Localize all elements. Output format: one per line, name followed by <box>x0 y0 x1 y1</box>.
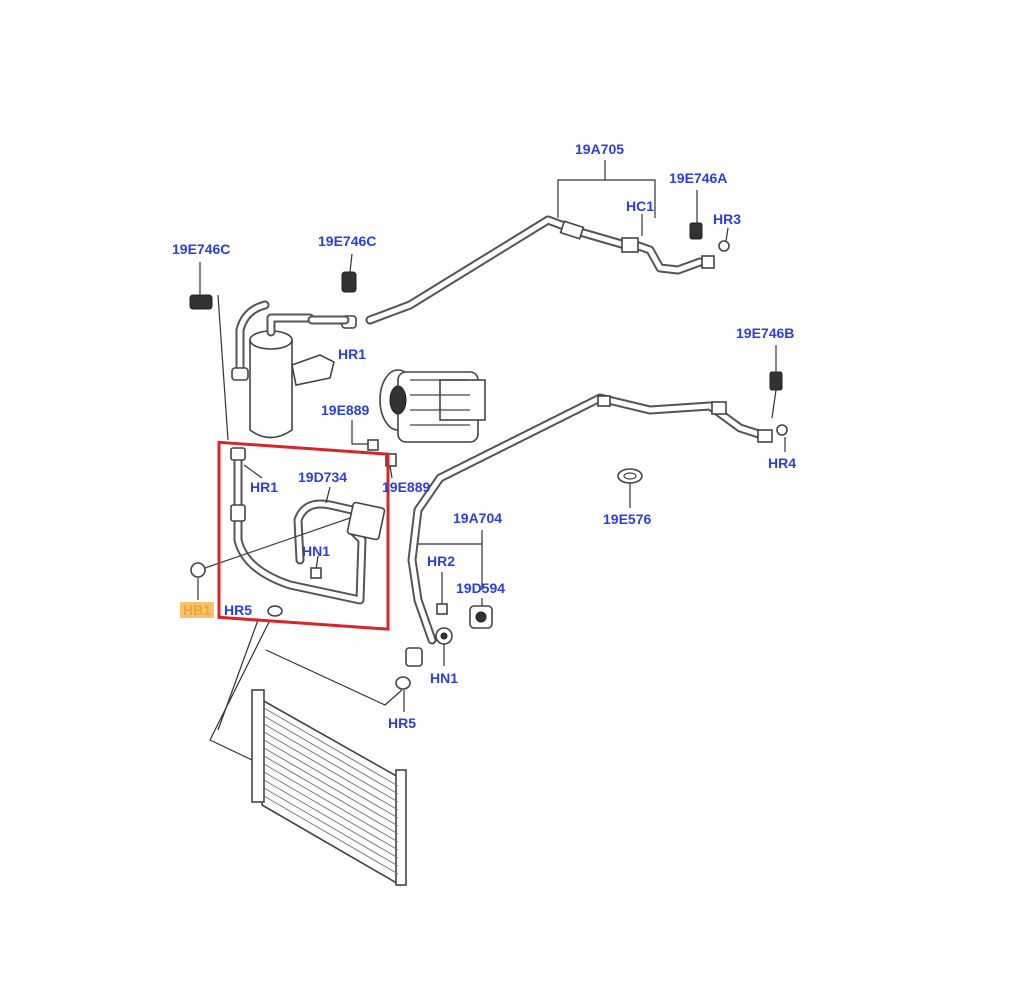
leader-condenser <box>209 605 411 761</box>
leader-19a704 <box>418 530 483 615</box>
clamp-19e746b <box>769 345 783 419</box>
compressor <box>379 369 486 443</box>
clamp-19e746c-mid <box>341 253 357 293</box>
label-19e746a: 19E746A <box>669 170 728 186</box>
leader-19e889 <box>351 420 397 479</box>
clip-hr4 <box>776 424 788 452</box>
highlight-box <box>217 440 390 631</box>
label-hr1-low: HR1 <box>250 479 279 495</box>
leader-19a705 <box>557 160 656 236</box>
condenser <box>251 689 407 887</box>
hose-19d734 <box>230 447 386 605</box>
label-hn1-mid: HN1 <box>302 543 331 559</box>
clip-hr3 <box>718 227 730 252</box>
label-hr5-left: HR5 <box>224 602 253 618</box>
pipe-19a705 <box>365 215 715 325</box>
clamp-19e746c-left <box>189 262 229 441</box>
receiver-drier <box>231 300 357 439</box>
label-19e746b: 19E746B <box>736 325 795 341</box>
label-hr3: HR3 <box>713 211 742 227</box>
label-19e889-top: 19E889 <box>321 402 370 418</box>
label-19a704: 19A704 <box>453 510 503 526</box>
label-hc1: HC1 <box>626 198 655 214</box>
label-19d734: 19D734 <box>298 469 348 485</box>
label-19e746c-left: 19E746C <box>172 241 231 257</box>
clamp-19e746a <box>689 190 703 240</box>
label-19d594: 19D594 <box>456 580 506 596</box>
grommet-19e576 <box>617 468 643 508</box>
label-hb1: HB1 <box>180 602 215 618</box>
bolt-hb1 <box>190 517 351 600</box>
label-hr5-low: HR5 <box>388 715 417 731</box>
label-hr2: HR2 <box>427 553 456 569</box>
label-hn1-low: HN1 <box>430 670 459 686</box>
label-hr1-top: HR1 <box>338 346 367 362</box>
label-19e889-low: 19E889 <box>382 479 431 495</box>
label-hr4: HR4 <box>768 455 797 471</box>
label-19e746c-mid: 19E746C <box>318 233 377 249</box>
pressure-switch-19d594 <box>469 598 493 629</box>
pipe-19a704 <box>407 393 773 645</box>
valve-hn1-low <box>435 627 453 666</box>
label-19a705: 19A705 <box>575 141 625 157</box>
fitting-lower <box>405 647 423 667</box>
label-19e576: 19E576 <box>603 511 652 527</box>
